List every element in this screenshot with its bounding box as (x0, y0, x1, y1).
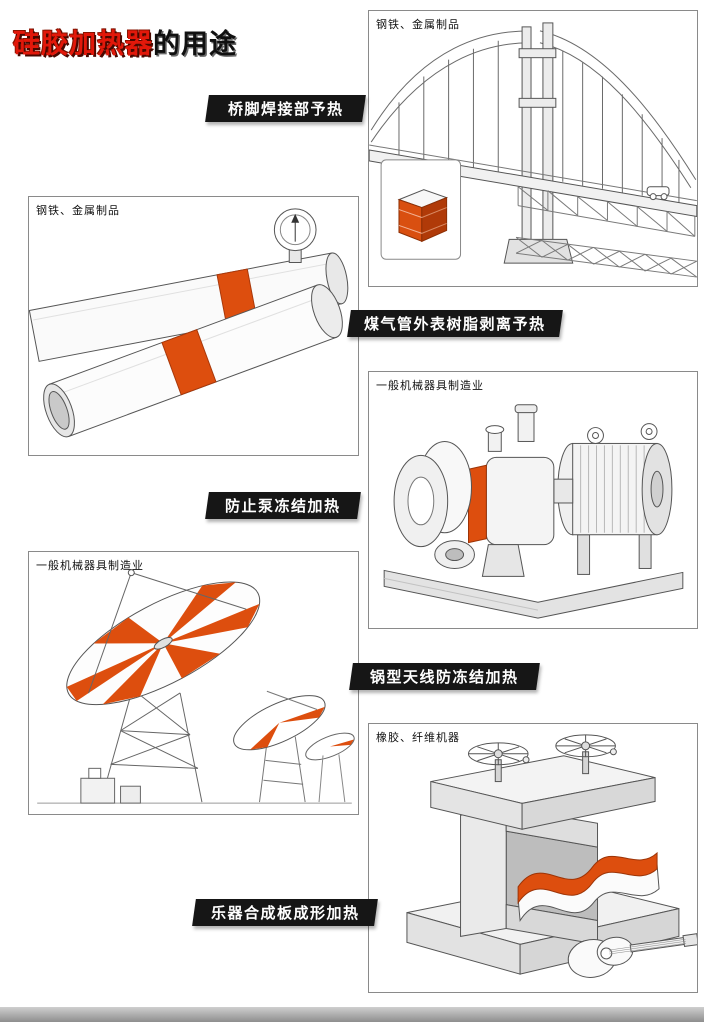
panel-category-label: 钢铁、金属制品 (36, 204, 120, 217)
banner-instrument-forming: 乐器合成板成形加热 (192, 899, 378, 926)
heater-inset (380, 159, 462, 260)
panel-category-label: 一般机械器具制造业 (36, 559, 144, 572)
page-title-highlight: 硅胶加热器 (13, 29, 153, 60)
main-dish (66, 569, 261, 706)
banner-text: 桥脚焊接部予热 (227, 100, 344, 118)
handwheel-right (555, 734, 617, 775)
panel-antenna: 一般机械器具制造业 (28, 551, 359, 815)
page-bottom-edge (0, 1007, 704, 1022)
top-slab (430, 755, 656, 830)
handwheel-left (467, 742, 530, 783)
panel-pipes: 钢铁、金属制品 (28, 196, 359, 456)
banner-text: 锅型天线防冻结加热 (370, 668, 519, 686)
banner-text: 防止泵冻结加热 (225, 497, 341, 515)
second-dish (233, 690, 326, 751)
laminate-board (517, 851, 660, 923)
banner-gas-pipe-preheat: 煤气管外表树脂剥离予热 (347, 310, 563, 337)
gas-pipes-drawing (29, 208, 349, 438)
main-pipe (43, 284, 343, 438)
equipment-buildings (80, 767, 141, 804)
heater-band (468, 464, 487, 544)
page-title-suffix: 的用途 (153, 29, 237, 60)
bridge-tower (503, 22, 574, 264)
panel-category-label: 橡胶、纤维机器 (376, 731, 460, 744)
foreground-truss (515, 236, 697, 278)
machine-base (383, 569, 684, 619)
banner-text: 乐器合成板成形加热 (210, 904, 360, 922)
pump (393, 404, 574, 577)
banner-antenna-antifreeze: 锅型天线防冻结加热 (349, 663, 540, 690)
panel-bridge: 钢铁、金属制品 (368, 10, 698, 287)
pump-motor-drawing (383, 404, 684, 619)
bridge-cables (370, 30, 697, 203)
main-tower (100, 688, 203, 803)
page-title: 硅胶加热器的用途 (13, 22, 237, 61)
panel-category-label: 钢铁、金属制品 (376, 18, 460, 31)
panel-pump: 一般机械器具制造业 (368, 371, 698, 629)
panel-category-label: 一般机械器具制造业 (376, 379, 484, 392)
banner-bridge-preheat: 桥脚焊接部予热 (205, 95, 366, 122)
third-dish (305, 732, 355, 803)
pressure-gauge (273, 208, 317, 263)
motor (557, 423, 673, 575)
car-on-bridge (646, 186, 670, 201)
panel-press: 橡胶、纤维机器 (368, 723, 698, 993)
guitar (567, 933, 697, 978)
deck-truss (517, 186, 696, 237)
banner-text: 煤气管外表树脂剥离予热 (364, 315, 546, 333)
banner-pump-antifreeze: 防止泵冻结加热 (205, 492, 361, 519)
suspension-bridge-drawing (369, 22, 697, 278)
dish-antenna-drawing (37, 569, 355, 804)
press-machine-drawing (406, 734, 697, 978)
second-tower (259, 736, 306, 803)
